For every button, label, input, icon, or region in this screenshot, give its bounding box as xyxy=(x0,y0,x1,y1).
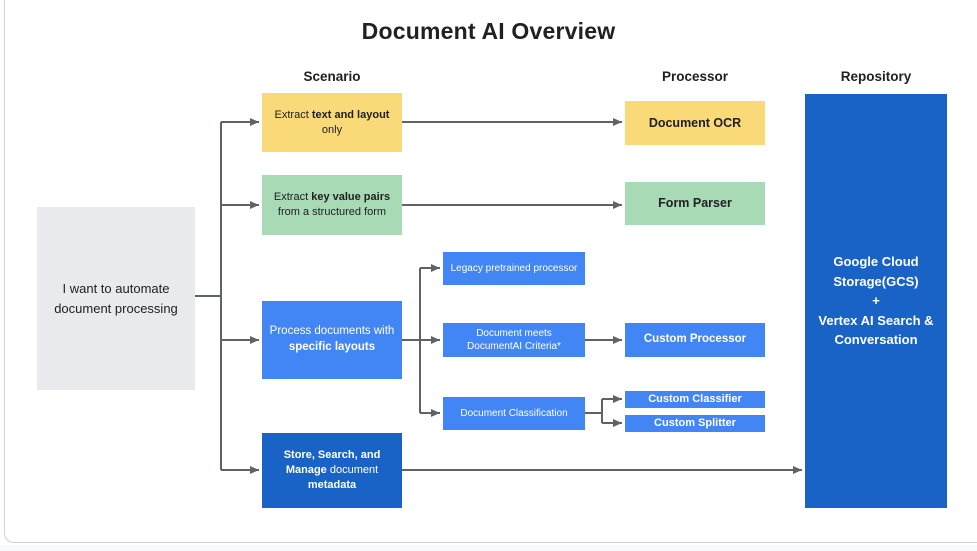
scenario-store-search-manage: Store, Search, and Manage document metad… xyxy=(262,433,402,508)
option-document-classification: Document Classification xyxy=(443,397,585,430)
page-background-strip xyxy=(0,545,977,551)
column-header-scenario: Scenario xyxy=(303,69,361,84)
processor-custom-classifier: Custom Classifier xyxy=(625,391,765,408)
processor-form-parser: Form Parser xyxy=(625,182,765,225)
repository-node: Google Cloud Storage(GCS) + Vertex AI Se… xyxy=(805,94,947,508)
scenario-extract-key-value-pairs: Extract key value pairs from a structure… xyxy=(262,175,402,235)
page-title: Document AI Overview xyxy=(361,18,616,44)
option-legacy-pretrained-processor: Legacy pretrained processor xyxy=(443,252,585,285)
start-node: I want to automate document processing xyxy=(37,207,195,390)
processor-custom-splitter: Custom Splitter xyxy=(625,415,765,432)
scenario-extract-text-layout: Extract text and layout only xyxy=(262,93,402,152)
option-documentai-criteria: Document meets DocumentAI Criteria* xyxy=(443,323,585,357)
processor-document-ocr: Document OCR xyxy=(625,101,765,145)
column-header-repository: Repository xyxy=(840,69,912,84)
column-header-processor: Processor xyxy=(661,69,729,84)
scenario-specific-layouts: Process documents with specific layouts xyxy=(262,301,402,379)
processor-custom-processor: Custom Processor xyxy=(625,323,765,357)
